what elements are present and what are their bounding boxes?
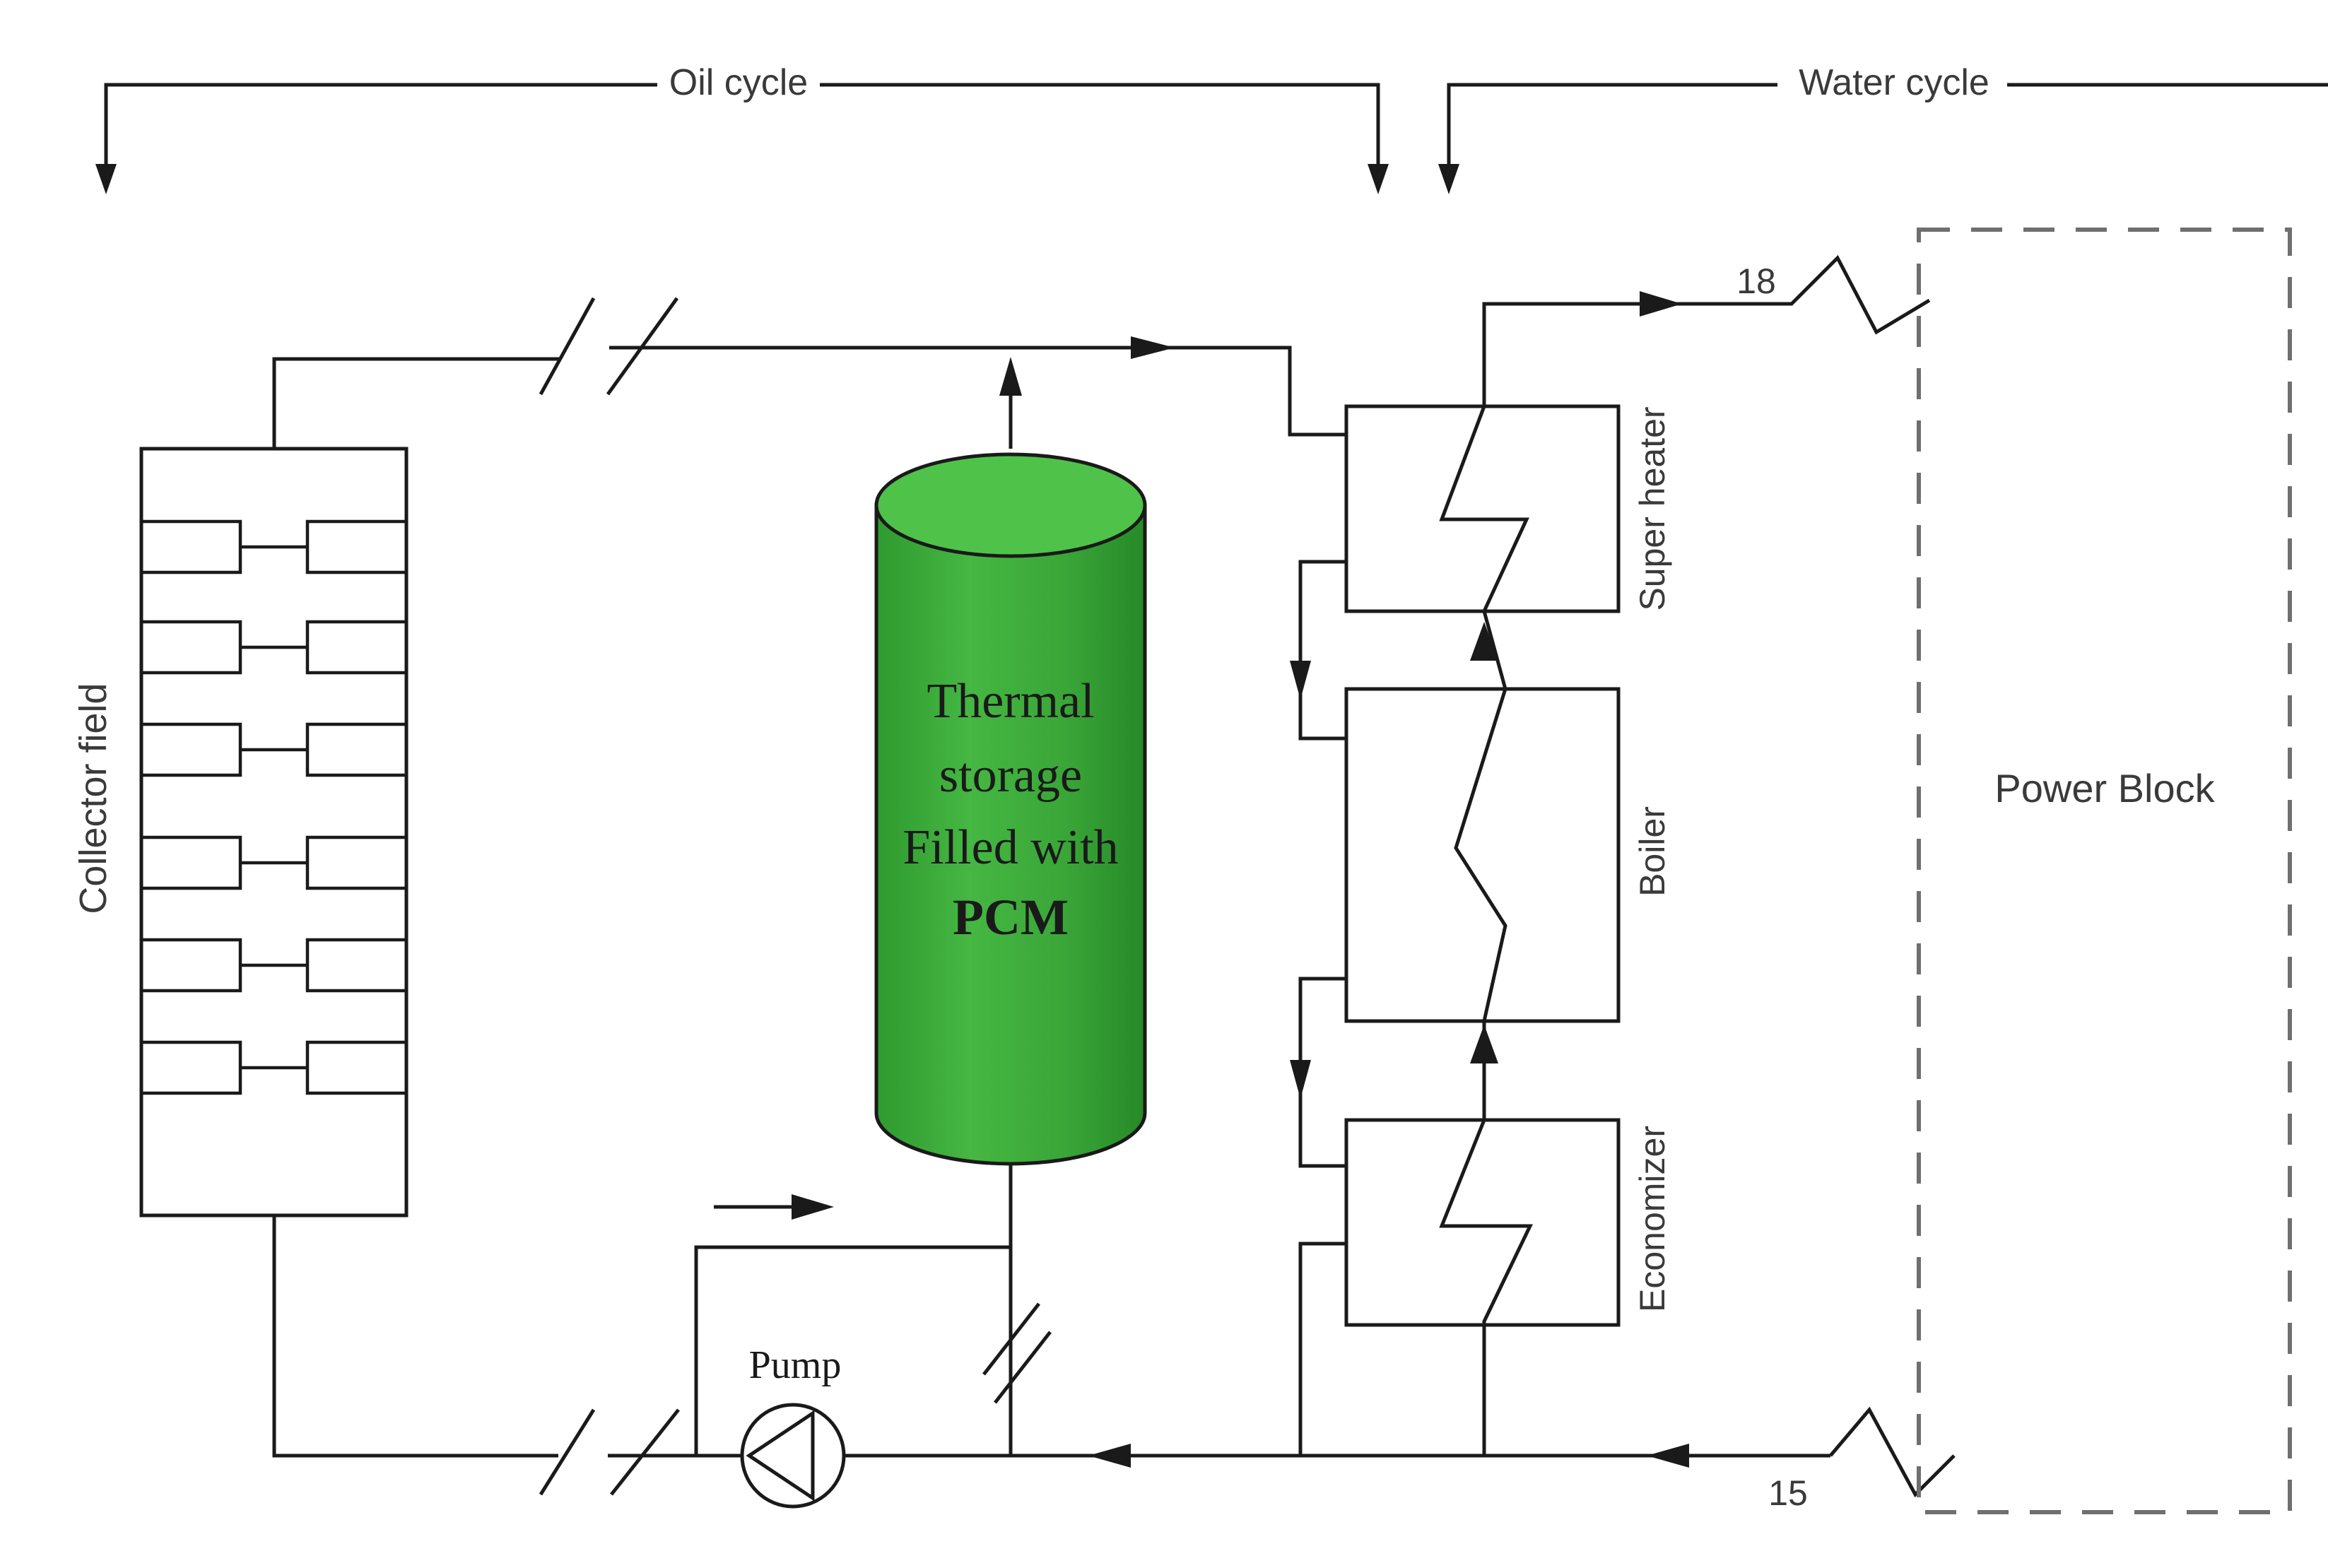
oil-down-arrowhead (1290, 661, 1311, 700)
power-block-label: Power Block (1994, 766, 2215, 810)
water-up-arrowhead (1470, 1025, 1498, 1063)
storage-outlet-arrowhead (999, 357, 1022, 396)
water-cycle-bracket: Water cycle (1438, 62, 2328, 194)
collector-field: Collector field (72, 447, 408, 1218)
pipe-break-mark (539, 1408, 596, 1496)
collector-row (139, 620, 408, 675)
collector-row (139, 519, 408, 574)
pipe-break-mark (606, 297, 679, 396)
collector-row (139, 938, 408, 993)
collector-field-label: Collector field (72, 683, 114, 914)
tank-top (874, 452, 1147, 558)
oil-cycle-label: Oil cycle (669, 62, 808, 103)
steam-out-arrowhead (1640, 291, 1682, 317)
pump-circle (740, 1403, 846, 1509)
stream-15-label: 15 (1768, 1473, 1808, 1513)
pipe-break-mark (539, 297, 596, 396)
oil-cycle-right-arrowhead (1368, 164, 1389, 194)
tank-body (874, 503, 1147, 1166)
oil-down-arrowhead (1290, 1060, 1311, 1099)
stream-18-label: 18 (1736, 261, 1776, 301)
collector-row (139, 722, 408, 777)
feedwater-flow-arrowhead (1647, 1444, 1689, 1468)
power-block-frame (1917, 228, 2292, 1514)
return-flow-arrowhead (1088, 1444, 1131, 1468)
boiler-label: Boiler (1633, 806, 1672, 897)
oil-cycle-bracket: Oil cycle (95, 62, 1389, 194)
pipe-break-mark (610, 1408, 680, 1496)
flow-arrowhead (1131, 336, 1175, 359)
super-heater-box (1344, 404, 1621, 613)
bypass-flow-arrowhead (792, 1194, 834, 1220)
heat-exchangers: Super heater Boiler Economizer (1290, 291, 1682, 1456)
oil-cycle-left-arrowhead (95, 164, 117, 194)
tank-label-line3: Filled with (903, 820, 1118, 875)
collector-field-frame (139, 447, 408, 1218)
water-cycle-arrowhead (1438, 164, 1459, 194)
pump-label: Pump (749, 1343, 842, 1387)
collector-row (139, 835, 408, 890)
tank-label-line4: PCM (953, 889, 1069, 945)
pump-symbol (746, 1410, 815, 1502)
cold-oil-pipe (272, 1162, 1830, 1496)
water-up-arrowhead (1470, 622, 1498, 661)
power-block: Power Block (1917, 228, 2292, 1514)
boiler-box (1344, 687, 1621, 1023)
thermal-storage-tank: Thermal storage Filled with PCM (874, 452, 1147, 1166)
tank-label-line1: Thermal (927, 674, 1094, 729)
water-cycle-label: Water cycle (1799, 62, 1989, 103)
power-block-connections: 18 15 (1675, 254, 1956, 1513)
super-heater-label: Super heater (1633, 406, 1672, 611)
tank-label-line2: storage (939, 748, 1082, 803)
hot-oil-pipe (272, 297, 1346, 449)
pump: Pump (740, 1343, 846, 1509)
collector-row (139, 1040, 408, 1095)
pipe-break-mark (982, 1302, 1040, 1376)
economizer-box (1344, 1118, 1621, 1327)
economizer-label: Economizer (1633, 1126, 1672, 1312)
pipe-break-mark (994, 1331, 1052, 1404)
